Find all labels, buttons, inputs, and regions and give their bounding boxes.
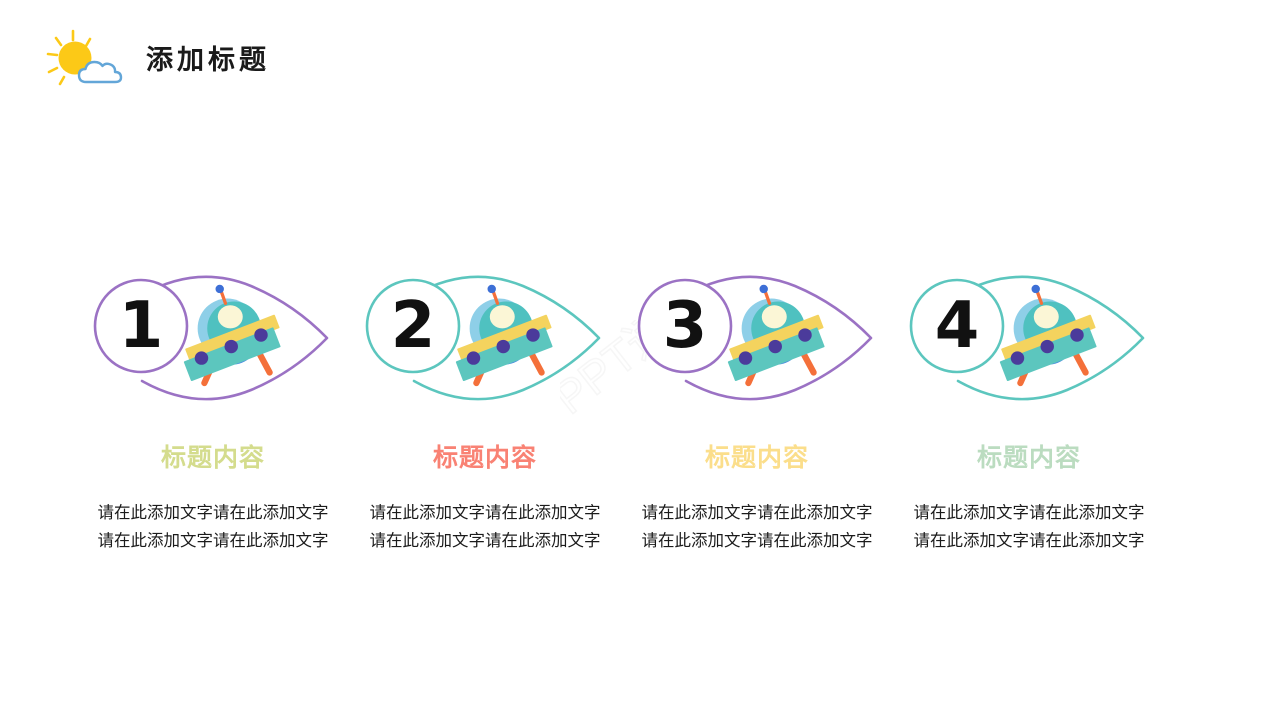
column-body-1: 请在此添加文字请在此添加文字请在此添加文字请在此添加文字 xyxy=(97,503,329,551)
petal-outline-1 xyxy=(140,275,329,401)
slide-header: 添加标题 xyxy=(38,26,270,94)
badge-number-3: 3 xyxy=(662,289,708,363)
column-body-3: 请在此添加文字请在此添加文字请在此添加文字请在此添加文字 xyxy=(641,503,873,551)
ufo-icon xyxy=(183,284,281,387)
number-circle-1 xyxy=(93,278,189,374)
badge-number-2: 2 xyxy=(390,289,436,363)
number-circle-4 xyxy=(909,278,1005,374)
column-1: 1 标题内容 请在此添加文字请在此添加文字请在此添加文字请在此添加文字 xyxy=(78,258,348,556)
column-title-1: 标题内容 xyxy=(160,444,265,472)
column-body-4: 请在此添加文字请在此添加文字请在此添加文字请在此添加文字 xyxy=(913,503,1145,551)
petal-outline-4 xyxy=(956,275,1145,401)
ufo-icon xyxy=(455,284,553,387)
page-title: 添加标题 xyxy=(146,44,270,75)
badge-number-1: 1 xyxy=(118,289,164,363)
badge-3[interactable]: 3 xyxy=(623,258,891,418)
number-circle-3 xyxy=(637,278,733,374)
ufo-icon xyxy=(727,284,825,387)
badge-4[interactable]: 4 xyxy=(895,258,1163,418)
ufo-icon xyxy=(999,284,1097,387)
column-title-2: 标题内容 xyxy=(432,444,537,472)
badge-2[interactable]: 2 xyxy=(351,258,619,418)
petal-outline-3 xyxy=(684,275,873,401)
content-columns: 1 标题内容 请在此添加文字请在此添加文字请在此添加文字请在此添加文字 xyxy=(0,258,1280,556)
sun-cloud-icon xyxy=(38,26,130,94)
petal-outline-2 xyxy=(412,275,601,401)
number-circle-2 xyxy=(365,278,461,374)
badge-1[interactable]: 1 xyxy=(79,258,347,418)
column-3: 3 标题内容 请在此添加文字请在此添加文字请在此添加文字请在此添加文字 xyxy=(622,258,892,556)
column-title-3: 标题内容 xyxy=(704,444,809,472)
column-4: 4 标题内容 请在此添加文字请在此添加文字请在此添加文字请在此添加文字 xyxy=(894,258,1164,556)
column-title-4: 标题内容 xyxy=(976,444,1081,472)
column-body-2: 请在此添加文字请在此添加文字请在此添加文字请在此添加文字 xyxy=(369,503,601,551)
badge-number-4: 4 xyxy=(934,289,980,363)
column-2: 2 标题内容 请在此添加文字请在此添加文字请在此添加文字请在此添加文字 xyxy=(350,258,620,556)
